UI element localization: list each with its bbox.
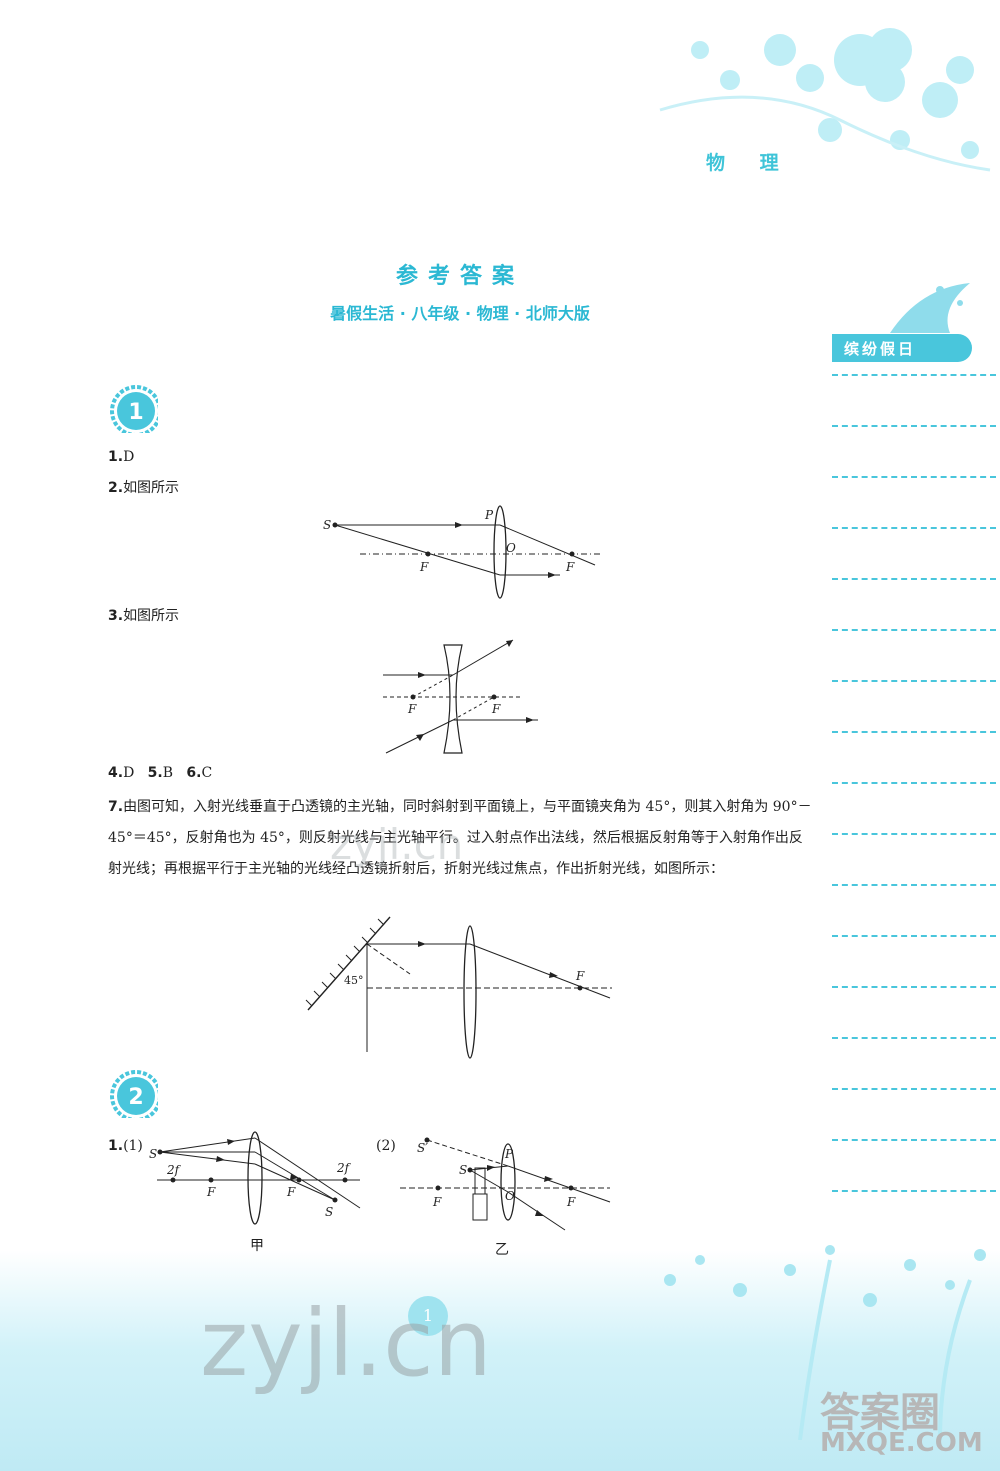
- note-line: [832, 833, 996, 835]
- subject-header: 物 理: [706, 152, 793, 174]
- note-line: [832, 782, 996, 784]
- diagram-concave-lens: F F: [383, 639, 538, 754]
- diagram-mirror-lens: 45° F: [305, 916, 612, 1059]
- note-line: [832, 884, 996, 886]
- svg-text:F: F: [206, 1185, 216, 1199]
- answer-1-1: 1.D: [108, 447, 134, 467]
- svg-text:S: S: [149, 1147, 157, 1161]
- note-line: [832, 1088, 996, 1090]
- note-line: [832, 1190, 996, 1192]
- question-number: 1.: [108, 449, 124, 465]
- page-title: 参考答案: [395, 263, 524, 289]
- answer-1-7: 7.由图可知，入射光线垂直于凸透镜的主光轴，同时斜射到平面镜上，与平面镜夹角为 …: [108, 792, 814, 885]
- page-subtitle: 暑假生活 · 八年级 · 物理 · 北师大版: [330, 304, 590, 323]
- svg-text:O: O: [506, 541, 516, 555]
- question-number: 3.: [108, 608, 124, 624]
- watermark-small: zyjl.cn: [330, 820, 464, 869]
- footer-band: [0, 1250, 1000, 1471]
- note-line: [832, 1037, 996, 1039]
- question-number: 5.: [147, 765, 163, 781]
- answer-1-3: 3.如图所示: [108, 606, 179, 626]
- svg-text:S: S: [323, 518, 331, 532]
- svg-text:S: S: [459, 1163, 467, 1177]
- diagram-jia: S 2f F F 2f S: [149, 1131, 361, 1225]
- note-line: [832, 731, 996, 733]
- note-line: [832, 527, 996, 529]
- question-number: 7.: [108, 799, 124, 815]
- svg-text:F: F: [565, 560, 575, 574]
- note-line: [832, 476, 996, 478]
- answer-1-2: 2.如图所示: [108, 478, 179, 498]
- answer-text: C: [201, 765, 213, 781]
- answer-text: 如图所示: [123, 480, 180, 496]
- question-number: 2.: [108, 480, 124, 496]
- svg-text:F: F: [286, 1185, 296, 1199]
- side-tag-label: 缤纷假日: [844, 340, 917, 358]
- svg-text:2: 2: [128, 1085, 143, 1110]
- note-line: [832, 578, 996, 580]
- answer-1-4-6: 4.D 5.B 6.C: [108, 763, 212, 783]
- part-label: (1): [123, 1138, 143, 1154]
- floral-decoration: [659, 28, 991, 172]
- svg-text:S: S: [325, 1205, 333, 1219]
- note-line: [832, 425, 996, 427]
- note-line: [832, 986, 996, 988]
- svg-text:1: 1: [128, 400, 143, 425]
- note-line: [832, 629, 996, 631]
- answer-2-1: 1.(1): [108, 1136, 143, 1156]
- answer-text: 由图可知，入射光线垂直于凸透镜的主光轴，同时斜射到平面镜上，与平面镜夹角为 45…: [108, 799, 812, 877]
- svg-text:45°: 45°: [344, 974, 364, 987]
- svg-text:F: F: [491, 702, 501, 716]
- answer-2-1-part2: (2): [376, 1136, 396, 1156]
- svg-text:F: F: [419, 560, 429, 574]
- answer-text: B: [162, 765, 174, 781]
- svg-text:P: P: [484, 508, 494, 522]
- svg-text:F: F: [432, 1195, 442, 1209]
- watermark: zyjl.cn: [200, 1290, 492, 1397]
- svg-text:F: F: [575, 969, 585, 983]
- svg-text:2f: 2f: [166, 1163, 182, 1177]
- diagram-convex-lens: S P O F F: [323, 505, 600, 599]
- part-label: (2): [376, 1138, 396, 1154]
- side-tag: 缤纷假日: [832, 334, 972, 362]
- section-badge-2: 2: [110, 1070, 158, 1118]
- answer-text: D: [123, 449, 135, 465]
- question-number: 4.: [108, 765, 124, 781]
- svg-text:F: F: [407, 702, 417, 716]
- note-line: [832, 1139, 996, 1141]
- diagram-yi: S′ S P O F F: [400, 1137, 611, 1231]
- answer-text: 如图所示: [123, 608, 180, 624]
- question-number: 6.: [186, 765, 202, 781]
- svg-text:2f: 2f: [336, 1161, 352, 1175]
- svg-text:F: F: [566, 1195, 576, 1209]
- note-line: [832, 680, 996, 682]
- section-badge-1: 1: [110, 385, 158, 433]
- page-number: 1: [408, 1296, 448, 1336]
- answer-text: D: [123, 765, 135, 781]
- svg-text:S′: S′: [417, 1141, 428, 1155]
- question-number: 1.: [108, 1138, 124, 1154]
- site-logo: 答案圈: [820, 1390, 940, 1436]
- note-line: [832, 935, 996, 937]
- splash-decoration: [890, 283, 970, 333]
- site-logo-url: MXQE.COM: [820, 1428, 983, 1458]
- tree-decoration: [664, 1245, 986, 1440]
- note-line: [832, 374, 996, 376]
- svg-text:P: P: [504, 1147, 514, 1161]
- svg-text:O: O: [505, 1189, 515, 1203]
